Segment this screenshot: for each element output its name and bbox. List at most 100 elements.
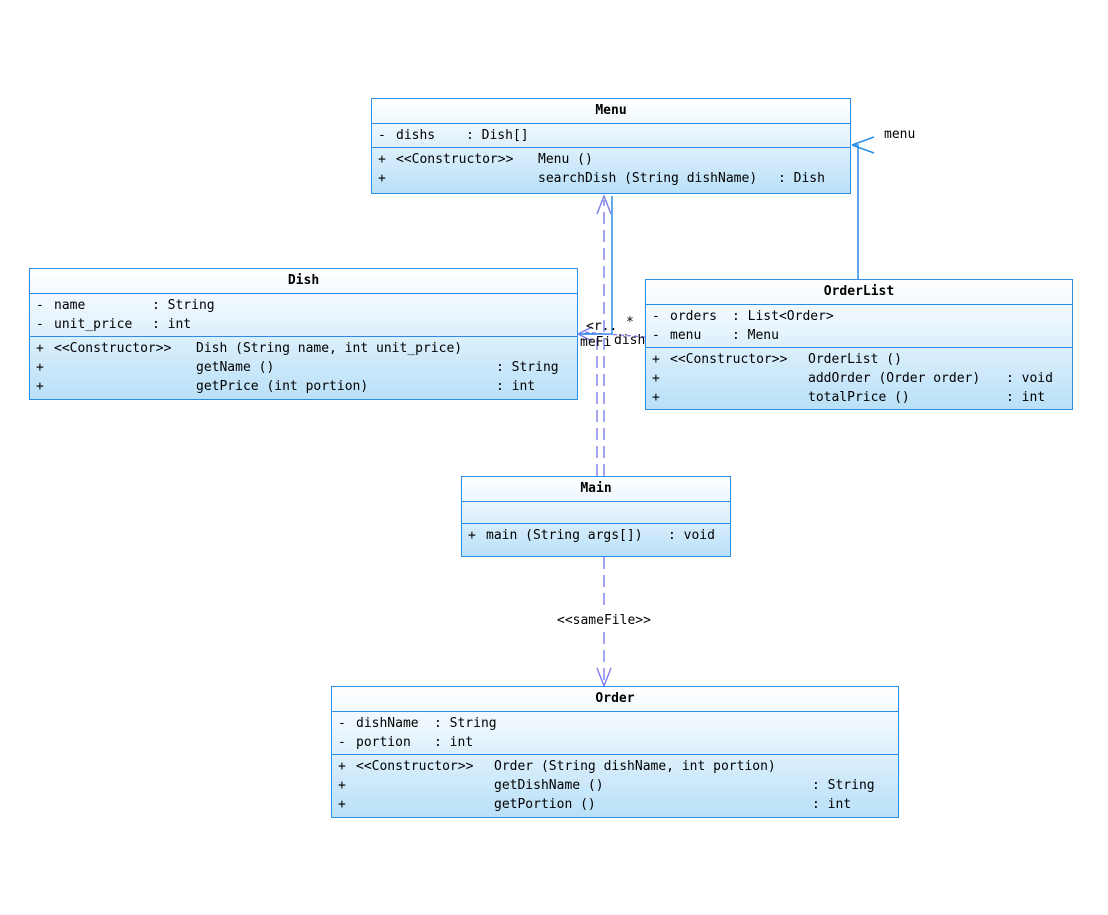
class-main-operations: + main (String args[]) : void: [462, 524, 730, 547]
operation-row: + <<Constructor>> OrderList (): [652, 350, 1066, 369]
operation-signature: Dish (String name, int unit_price): [196, 341, 463, 356]
attribute-name: orders: [670, 309, 717, 324]
operation-stereotype: [54, 358, 196, 377]
class-orderlist-attributes: - orders : List<Order> - menu : Menu: [646, 305, 1072, 348]
class-menu[interactable]: Menu - dishs : Dish[] + <<Constructor>> …: [371, 98, 851, 194]
operation-signature: Menu (): [538, 152, 593, 167]
attribute-type: : Menu: [732, 328, 779, 343]
operation-row: + <<Constructor>> Order (String dishName…: [338, 757, 892, 776]
visibility-marker: +: [378, 152, 386, 167]
visibility-marker: +: [652, 352, 660, 367]
operation-signature: getPortion (): [494, 797, 596, 812]
class-menu-name: Menu: [372, 99, 850, 124]
visibility-marker: -: [652, 328, 660, 343]
attribute-type: : String: [152, 298, 215, 313]
class-main[interactable]: Main + main (String args[]) : void: [461, 476, 731, 557]
operation-row: + getPortion () : int: [338, 795, 892, 814]
dish-side-stub-label: meFi: [580, 335, 612, 350]
attribute-name: unit_price: [54, 317, 133, 332]
operation-stereotype: [356, 776, 494, 795]
operation-return: : Dish: [778, 171, 825, 186]
operation-signature: searchDish (String dishName): [538, 171, 758, 186]
attribute-name: portion: [356, 735, 411, 750]
class-orderlist-name: OrderList: [646, 280, 1072, 305]
operation-return: : String: [812, 778, 875, 793]
class-order-operations: + <<Constructor>> Order (String dishName…: [332, 755, 898, 816]
class-dish[interactable]: Dish - name : String - unit_price : int …: [29, 268, 578, 400]
class-order-attributes: - dishName : String - portion : int: [332, 712, 898, 755]
class-orderlist[interactable]: OrderList - orders : List<Order> - menu …: [645, 279, 1073, 410]
attribute-type: : Dish[]: [466, 128, 529, 143]
operation-stereotype: [356, 795, 494, 814]
class-orderlist-operations: + <<Constructor>> OrderList () + addOrde…: [646, 348, 1072, 409]
visibility-marker: -: [36, 317, 44, 332]
visibility-marker: +: [338, 778, 346, 793]
operation-signature: Order (String dishName, int portion): [494, 759, 776, 774]
attribute-row: - unit_price : int: [36, 315, 571, 334]
visibility-marker: -: [338, 735, 346, 750]
attribute-row: - dishs : Dish[]: [378, 126, 844, 145]
operation-stereotype: [670, 388, 808, 407]
operation-return: : int: [1006, 390, 1046, 405]
operation-stereotype: <<Constructor>>: [670, 352, 788, 367]
association-menu-dish: [580, 196, 613, 335]
visibility-marker: -: [652, 309, 660, 324]
visibility-marker: +: [36, 379, 44, 394]
operation-return: : void: [668, 528, 715, 543]
attribute-name: menu: [670, 328, 702, 343]
samefile-stereotype-label: <<sameFile>>: [557, 613, 651, 628]
class-dish-attributes: - name : String - unit_price : int: [30, 294, 577, 337]
attribute-row: - name : String: [36, 296, 571, 315]
operation-stereotype: [670, 369, 808, 388]
operation-row: + main (String args[]) : void: [468, 526, 724, 545]
operation-row: + getName () : String: [36, 358, 571, 377]
operation-signature: getName (): [196, 360, 275, 375]
attribute-type: : int: [152, 317, 192, 332]
visibility-marker: -: [36, 298, 44, 313]
operation-return: : String: [496, 360, 559, 375]
attribute-type: : int: [434, 735, 474, 750]
attribute-row: - orders : List<Order>: [652, 307, 1066, 326]
association-orderlist-menu: [851, 136, 875, 279]
attribute-row: - portion : int: [338, 733, 892, 752]
class-main-name: Main: [462, 477, 730, 502]
attribute-row: - menu : Menu: [652, 326, 1066, 345]
attribute-row: - dishName : String: [338, 714, 892, 733]
visibility-marker: -: [338, 716, 346, 731]
operation-stereotype: <<Constructor>>: [396, 152, 514, 167]
operation-signature: getDishName (): [494, 778, 604, 793]
visibility-marker: +: [338, 797, 346, 812]
attribute-name: dishName: [356, 716, 419, 731]
class-dish-operations: + <<Constructor>> Dish (String name, int…: [30, 337, 577, 398]
operation-row: + totalPrice () : int: [652, 388, 1066, 407]
class-menu-attributes: - dishs : Dish[]: [372, 124, 850, 148]
operation-return: : void: [1006, 371, 1053, 386]
operation-return: : int: [496, 379, 536, 394]
visibility-marker: +: [36, 360, 44, 375]
operation-row: + searchDish (String dishName) : Dish: [378, 169, 844, 188]
operation-stereotype: [54, 377, 196, 396]
operation-return: : int: [812, 797, 852, 812]
visibility-marker: -: [378, 128, 386, 143]
visibility-marker: +: [652, 390, 660, 405]
operation-row: + <<Constructor>> Dish (String name, int…: [36, 339, 571, 358]
multiplicity-label: *: [626, 315, 634, 330]
visibility-marker: +: [652, 371, 660, 386]
attribute-name: dishs: [396, 128, 436, 143]
menu-role-label: menu: [884, 127, 916, 142]
class-order-name: Order: [332, 687, 898, 712]
operation-row: + addOrder (Order order) : void: [652, 369, 1066, 388]
class-menu-operations: + <<Constructor>> Menu () + searchDish (…: [372, 148, 850, 190]
class-order[interactable]: Order - dishName : String - portion : in…: [331, 686, 899, 818]
attribute-type: : String: [434, 716, 497, 731]
visibility-marker: +: [378, 171, 386, 186]
operation-stereotype: [396, 169, 538, 188]
operation-row: + getDishName () : String: [338, 776, 892, 795]
operation-stereotype: <<Constructor>>: [356, 759, 474, 774]
operation-signature: OrderList (): [808, 352, 902, 367]
dish-side-stub-top-label: <r..: [586, 319, 618, 334]
visibility-marker: +: [36, 341, 44, 356]
operation-row: + <<Constructor>> Menu (): [378, 150, 844, 169]
attribute-name: name: [54, 298, 86, 313]
